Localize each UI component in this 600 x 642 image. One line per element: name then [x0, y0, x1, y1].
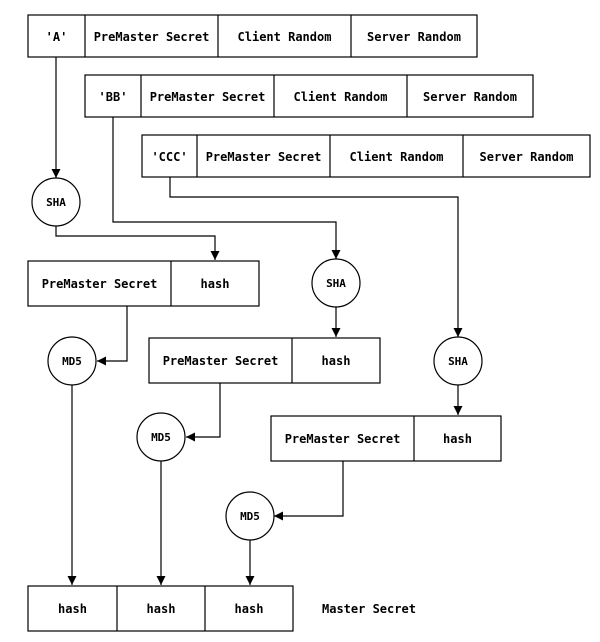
connector-ccc-to-sha: [169, 177, 463, 337]
sha-node-bb: SHA: [311, 258, 361, 308]
sha-node-bb-label: SHA: [326, 277, 346, 290]
connector-intermediate-a-to-md5: [97, 306, 128, 366]
intermediate-row-ccc: PreMaster Secret hash: [270, 415, 502, 462]
input-row-bb-client-random: Client Random: [294, 90, 388, 104]
input-row-bb: 'BB' PreMaster Secret Client Random Serv…: [84, 74, 534, 118]
md5-node-ccc-label: MD5: [240, 510, 260, 523]
intermediate-row-bb: PreMaster Secret hash: [148, 337, 381, 384]
intermediate-row-bb-hash: hash: [322, 354, 351, 368]
sha-node-ccc: SHA: [433, 336, 483, 386]
connector-bb-to-sha: [112, 117, 341, 259]
master-hash-1: hash: [58, 602, 87, 616]
sha-node-a-label: SHA: [46, 196, 66, 209]
sha-node-a: SHA: [31, 177, 81, 227]
md5-node-ccc: MD5: [225, 491, 275, 541]
sha-node-ccc-label: SHA: [448, 355, 468, 368]
input-row-bb-server-random: Server Random: [423, 90, 517, 104]
input-row-a-premaster-secret: PreMaster Secret: [94, 30, 210, 44]
intermediate-row-a: PreMaster Secret hash: [27, 260, 260, 307]
input-row-ccc: 'CCC' PreMaster Secret Client Random Ser…: [141, 134, 591, 178]
intermediate-row-ccc-premaster-secret: PreMaster Secret: [285, 432, 401, 446]
md5-node-a: MD5: [47, 336, 97, 386]
connector-intermediate-ccc-to-md5: [274, 461, 344, 521]
input-row-a-label: 'A': [46, 30, 68, 44]
md5-node-bb: MD5: [136, 412, 186, 462]
md5-node-bb-label: MD5: [151, 431, 171, 444]
input-row-ccc-premaster-secret: PreMaster Secret: [206, 150, 322, 164]
input-row-bb-premaster-secret: PreMaster Secret: [150, 90, 266, 104]
input-row-bb-label: 'BB': [99, 90, 128, 104]
intermediate-row-bb-premaster-secret: PreMaster Secret: [163, 354, 279, 368]
intermediate-row-ccc-hash: hash: [443, 432, 472, 446]
master-secret-row: hash hash hash: [27, 585, 294, 632]
input-row-ccc-client-random: Client Random: [350, 150, 444, 164]
master-secret-label: Master Secret: [322, 602, 416, 616]
connector-sha-a-to-intermediate-a: [55, 226, 220, 260]
master-hash-2: hash: [147, 602, 176, 616]
md5-node-a-label: MD5: [62, 355, 82, 368]
intermediate-row-a-premaster-secret: PreMaster Secret: [42, 277, 158, 291]
master-hash-3: hash: [235, 602, 264, 616]
input-row-ccc-server-random: Server Random: [480, 150, 574, 164]
input-row-a-client-random: Client Random: [238, 30, 332, 44]
intermediate-row-a-hash: hash: [201, 277, 230, 291]
input-row-a-server-random: Server Random: [367, 30, 461, 44]
input-row-a: 'A' PreMaster Secret Client Random Serve…: [27, 14, 478, 58]
connector-intermediate-bb-to-md5: [186, 383, 221, 442]
input-row-ccc-label: 'CCC': [151, 150, 187, 164]
